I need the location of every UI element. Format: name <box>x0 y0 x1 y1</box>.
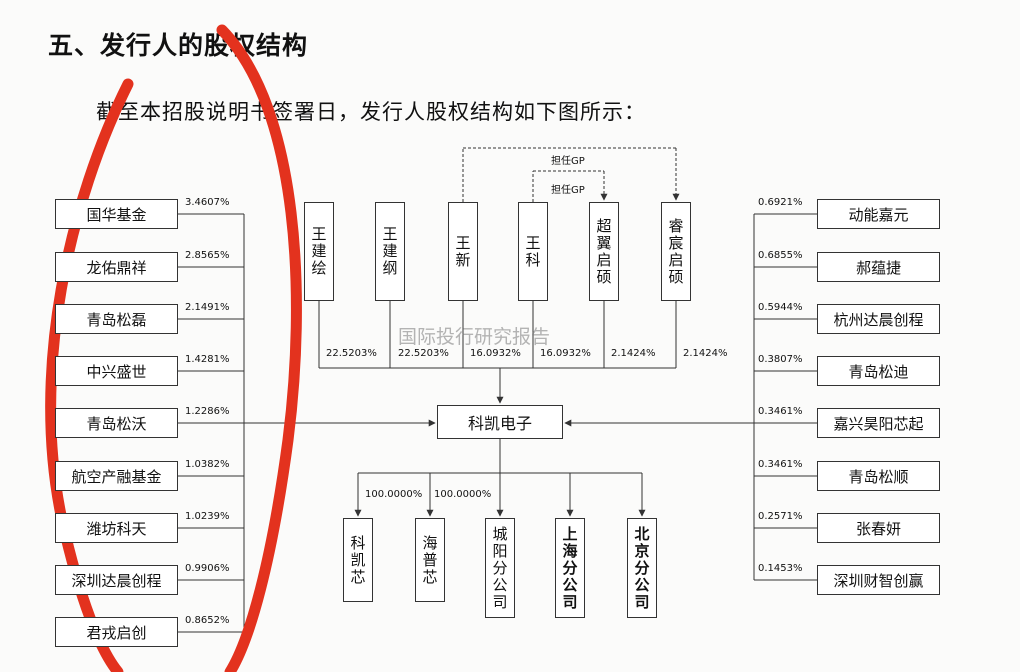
shareholding-pct: 1.0382% <box>185 459 230 470</box>
shareholder-box: 中兴盛世 <box>55 356 178 386</box>
shareholder-box: 深圳财智创赢 <box>817 565 940 595</box>
shareholding-pct: 16.0932% <box>470 348 521 359</box>
shareholding-pct: 0.9906% <box>185 563 230 574</box>
shareholder-box-vertical: 王科 <box>518 202 548 301</box>
branch-box: 城阳分公司 <box>485 518 515 618</box>
shareholding-pct: 100.0000% <box>434 489 492 500</box>
issuer-company-box: 科凯电子 <box>437 405 563 439</box>
shareholder-box: 张春妍 <box>817 513 940 543</box>
shareholder-box-vertical: 超翼启硕 <box>589 202 619 301</box>
weibo-watermark: 国际投行研究报告 <box>398 326 551 348</box>
shareholder-box-vertical: 王新 <box>448 202 478 301</box>
shareholding-pct: 3.4607% <box>185 197 230 208</box>
shareholding-pct: 100.0000% <box>365 489 423 500</box>
shareholder-box: 青岛松顺 <box>817 461 940 491</box>
branch-box: 北京分公司 <box>627 518 657 618</box>
shareholding-pct: 0.6855% <box>758 250 803 261</box>
shareholding-pct: 0.2571% <box>758 511 803 522</box>
shareholder-box-vertical: 睿宸启硕 <box>661 202 691 301</box>
shareholder-box: 青岛松磊 <box>55 304 178 334</box>
branch-box: 上海分公司 <box>555 518 585 618</box>
shareholder-box: 航空产融基金 <box>55 461 178 491</box>
shareholding-pct: 2.8565% <box>185 250 230 261</box>
shareholder-box: 君戎启创 <box>55 617 178 647</box>
shareholding-pct: 2.1491% <box>185 302 230 313</box>
gp-label: 担任GP <box>551 185 585 196</box>
shareholding-pct: 22.5203% <box>398 348 449 359</box>
shareholder-box: 动能嘉元 <box>817 199 940 229</box>
shareholder-box: 潍坊科天 <box>55 513 178 543</box>
subsidiary-box: 海普芯 <box>415 518 445 602</box>
shareholding-pct: 1.2286% <box>185 406 230 417</box>
shareholder-box: 国华基金 <box>55 199 178 229</box>
shareholding-pct: 0.8652% <box>185 615 230 626</box>
shareholder-box-vertical: 王建纲 <box>375 202 405 301</box>
shareholder-box: 深圳达晨创程 <box>55 565 178 595</box>
shareholding-pct: 0.5944% <box>758 302 803 313</box>
shareholding-pct: 16.0932% <box>540 348 591 359</box>
shareholding-pct: 1.4281% <box>185 354 230 365</box>
intro-paragraph: 截至本招股说明书签署日，发行人股权结构如下图所示： <box>96 100 646 124</box>
shareholding-pct: 0.3461% <box>758 406 803 417</box>
shareholder-box: 青岛松迪 <box>817 356 940 386</box>
gp-label: 担任GP <box>551 156 585 167</box>
shareholding-pct: 0.6921% <box>758 197 803 208</box>
shareholding-pct: 1.0239% <box>185 511 230 522</box>
shareholder-box-vertical: 王建绘 <box>304 202 334 301</box>
shareholding-pct: 0.3807% <box>758 354 803 365</box>
shareholding-pct: 0.3461% <box>758 459 803 470</box>
shareholder-box: 郝蕴捷 <box>817 252 940 282</box>
shareholding-pct: 0.1453% <box>758 563 803 574</box>
shareholder-box: 嘉兴昊阳芯起 <box>817 408 940 438</box>
shareholder-box: 龙佑鼎祥 <box>55 252 178 282</box>
shareholder-box: 青岛松沃 <box>55 408 178 438</box>
subsidiary-box: 科凯芯 <box>343 518 373 602</box>
shareholding-pct: 22.5203% <box>326 348 377 359</box>
shareholder-box: 杭州达晨创程 <box>817 304 940 334</box>
section-heading: 五、发行人的股权结构 <box>48 31 309 60</box>
shareholding-pct: 2.1424% <box>683 348 728 359</box>
shareholding-pct: 2.1424% <box>611 348 656 359</box>
